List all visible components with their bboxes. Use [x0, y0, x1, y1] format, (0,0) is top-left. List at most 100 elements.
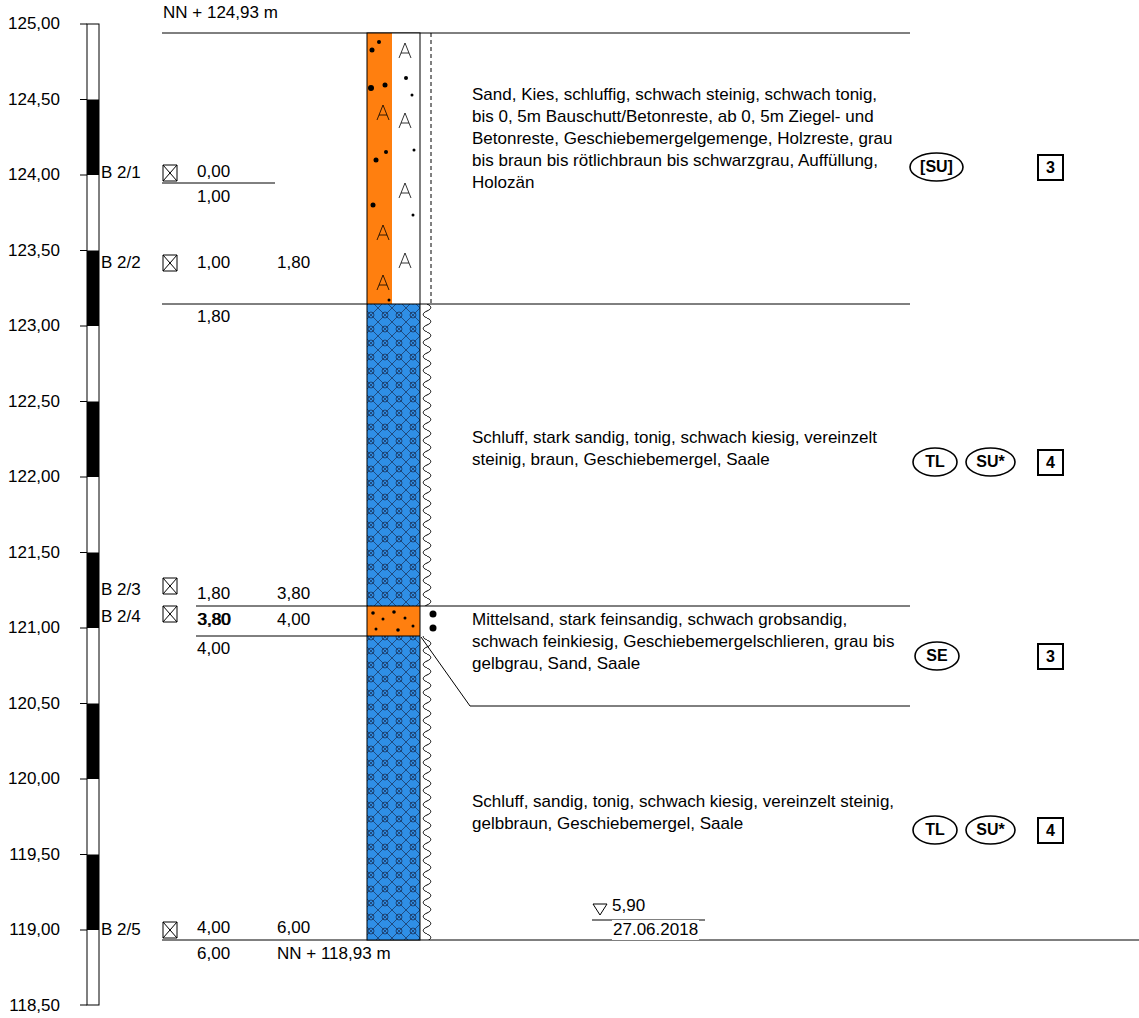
sample-marker — [163, 255, 177, 271]
ellipse-shape — [966, 448, 1015, 476]
ellipse-shape — [913, 816, 957, 844]
soil-group-code: TL — [925, 453, 945, 471]
depth-label: 3,80 — [277, 584, 310, 604]
soil-group-ellipse: SU* — [965, 815, 1016, 845]
elevation-label: 119,00 — [9, 920, 60, 940]
till-symbol — [421, 636, 433, 940]
sample-name: B 2/2 — [101, 253, 141, 273]
soil-class-number: 3 — [1046, 159, 1055, 177]
sand-dots — [371, 610, 414, 632]
depth-label: 1,00 — [197, 187, 230, 207]
soil-class-number: 4 — [1046, 822, 1055, 840]
ellipse-shape — [966, 816, 1015, 844]
sand-symbol — [430, 625, 437, 632]
soil-class-box: 4 — [1037, 449, 1064, 476]
soil-group-ellipse: SE — [914, 641, 960, 671]
elevation-label: 124,50 — [8, 90, 60, 110]
soil-group-ellipse: TL — [912, 815, 958, 845]
till-symbol — [421, 304, 433, 606]
soil-class-number: 4 — [1046, 454, 1055, 472]
elevation-label: 122,00 — [8, 467, 60, 487]
scale-segment — [87, 553, 99, 629]
layer-description: Schluff, stark sandig, tonig, schwach ki… — [472, 427, 897, 471]
depth-label: 1,80 — [197, 584, 230, 604]
soil-class-number: 3 — [1046, 648, 1055, 666]
sample-name: B 2/5 — [101, 920, 141, 940]
sand-symbol — [430, 611, 437, 618]
fill-symbols — [377, 43, 411, 290]
soil-class-box: 4 — [1037, 817, 1064, 844]
soil-group-ellipse: TL — [912, 447, 958, 477]
water-depth: 5,90 — [612, 896, 645, 916]
depth-label: 6,00 — [197, 944, 230, 964]
soil-group-code: SU* — [976, 821, 1004, 839]
elevation-label: 124,00 — [8, 165, 60, 185]
sand-layer — [367, 606, 420, 636]
scale-segment — [87, 251, 99, 327]
soil-group-code: SU* — [976, 453, 1004, 471]
elevation-label: 125,00 — [8, 14, 60, 34]
elevation-label: 119,50 — [9, 845, 60, 865]
sample-name: B 2/1 — [101, 163, 141, 183]
base-elevation: NN + 118,93 m — [277, 944, 391, 964]
soil-class-box: 3 — [1037, 154, 1064, 181]
elevation-label: 118,50 — [9, 996, 60, 1016]
sample-marker — [163, 165, 177, 181]
fill-layer — [367, 33, 392, 304]
scale-tick — [80, 24, 87, 1005]
layer-boundary — [196, 606, 910, 607]
elevation-label: 121,50 — [8, 543, 60, 563]
ground-line — [162, 33, 910, 34]
fill-dots — [368, 40, 416, 302]
depth-label: 4,00 — [197, 639, 230, 659]
sample-marker — [163, 606, 177, 622]
depth-label: 4,00 — [277, 610, 310, 630]
depth-label: 6,00 — [277, 918, 310, 938]
water-level-symbol — [593, 904, 607, 915]
elevation-label: 122,50 — [8, 392, 60, 412]
depth-label: 0,00 — [197, 162, 230, 182]
depth-label: 1,80 — [197, 307, 230, 327]
scale-segment — [87, 855, 99, 931]
scale-segment — [87, 100, 99, 176]
sample-line — [196, 636, 367, 637]
depth-label: 4,00 — [197, 918, 230, 938]
soil-group-code: SE — [926, 647, 947, 665]
elevation-label: 123,00 — [8, 316, 60, 336]
soil-group-code: [SU] — [920, 158, 953, 176]
sample-markers — [163, 165, 177, 938]
soil-column — [367, 33, 437, 940]
elevation-label: 123,50 — [8, 241, 60, 261]
sample-marker — [163, 922, 177, 938]
ground-elevation: NN + 124,93 m — [163, 3, 278, 23]
depth-label: 1,00 — [197, 253, 230, 273]
water-date: 27.06.2018 — [612, 920, 699, 940]
scale-segment — [87, 704, 99, 780]
elevation-label: 121,00 — [8, 618, 60, 638]
column-outline — [367, 33, 420, 940]
sample-marker — [163, 578, 177, 594]
ellipse-shape — [915, 642, 959, 670]
depth-label: 1,80 — [277, 253, 310, 273]
fill-symbol-line — [431, 33, 432, 304]
scale-bar — [87, 24, 99, 1005]
till-layer — [367, 636, 420, 940]
soil-group-ellipse: SU* — [965, 447, 1016, 477]
sample-name: B 2/4 — [101, 607, 141, 627]
depth-label: 3,80 — [198, 610, 231, 630]
elevation-scale — [80, 24, 99, 1005]
sample-line — [162, 183, 275, 184]
layer-boundary — [162, 304, 910, 305]
elevation-label: 120,50 — [8, 694, 60, 714]
till-layer — [367, 304, 420, 606]
soil-group-code: TL — [925, 821, 945, 839]
ellipse-shape — [913, 448, 957, 476]
scale-segment — [87, 402, 99, 478]
fill-layer — [392, 33, 420, 304]
sample-name: B 2/3 — [101, 580, 141, 600]
column-boundary — [367, 304, 420, 636]
layer-description: Mittelsand, stark feinsandig, schwach gr… — [472, 609, 897, 675]
elevation-label: 120,00 — [8, 769, 60, 789]
layer-description: Sand, Kies, schluffig, schwach steinig, … — [472, 84, 897, 194]
